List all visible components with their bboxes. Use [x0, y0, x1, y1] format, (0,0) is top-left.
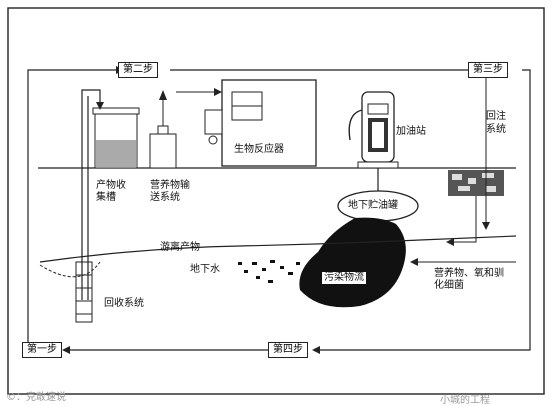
cone-of-depression	[39, 261, 101, 278]
pipe-arrowhead	[96, 102, 104, 110]
gas-pump-shape	[348, 91, 399, 169]
bioreactor-label: 生物反应器	[234, 144, 284, 155]
reinjection-arrowhead-2	[446, 238, 454, 246]
recovery-pipe	[81, 89, 101, 300]
contaminant-plume-label: 污染物流	[322, 272, 366, 284]
step-3-box: 第三步	[468, 62, 508, 78]
nutrient-bottle-shape	[149, 90, 177, 169]
nutrients-label: 营养物、氧和驯化细菌	[434, 268, 504, 291]
step-4-box: 第四步	[268, 342, 308, 358]
dissolved-contaminant-dots	[238, 260, 300, 283]
bio-arrowhead	[214, 88, 222, 96]
free-product-label: 游离产物	[160, 242, 200, 253]
reinjection-arrowhead	[482, 222, 490, 230]
reinjection-gravel	[448, 170, 504, 196]
gas-station-label: 加油站	[396, 126, 426, 137]
reinjection-label: 回注系统	[486, 111, 506, 135]
step-2-box: 第二步	[118, 62, 158, 78]
collection-tank-shape	[92, 107, 140, 169]
outer-frame	[7, 7, 545, 395]
process-cycle-arrows	[27, 69, 531, 351]
recovery-system-label: 回收系统	[104, 298, 144, 309]
water-table	[39, 235, 517, 263]
contamination-plume	[299, 217, 406, 308]
groundwater-label: 地下水	[190, 264, 220, 275]
bioreactor-shape	[204, 79, 317, 167]
recovery-well	[75, 261, 93, 323]
reinjection-line-2	[452, 196, 477, 243]
nutrient-delivery-label: 营养物输送系统	[150, 180, 190, 203]
watermark-right: 小城的工程	[440, 395, 490, 406]
nutrient-arrowhead	[410, 258, 418, 266]
step-1-box: 第一步	[22, 342, 62, 358]
collection-tank-label: 产物收集槽	[96, 180, 126, 203]
watermark-left: ©：克敢速说	[6, 392, 66, 403]
underground-tank-label: 地下贮油罐	[348, 200, 398, 211]
